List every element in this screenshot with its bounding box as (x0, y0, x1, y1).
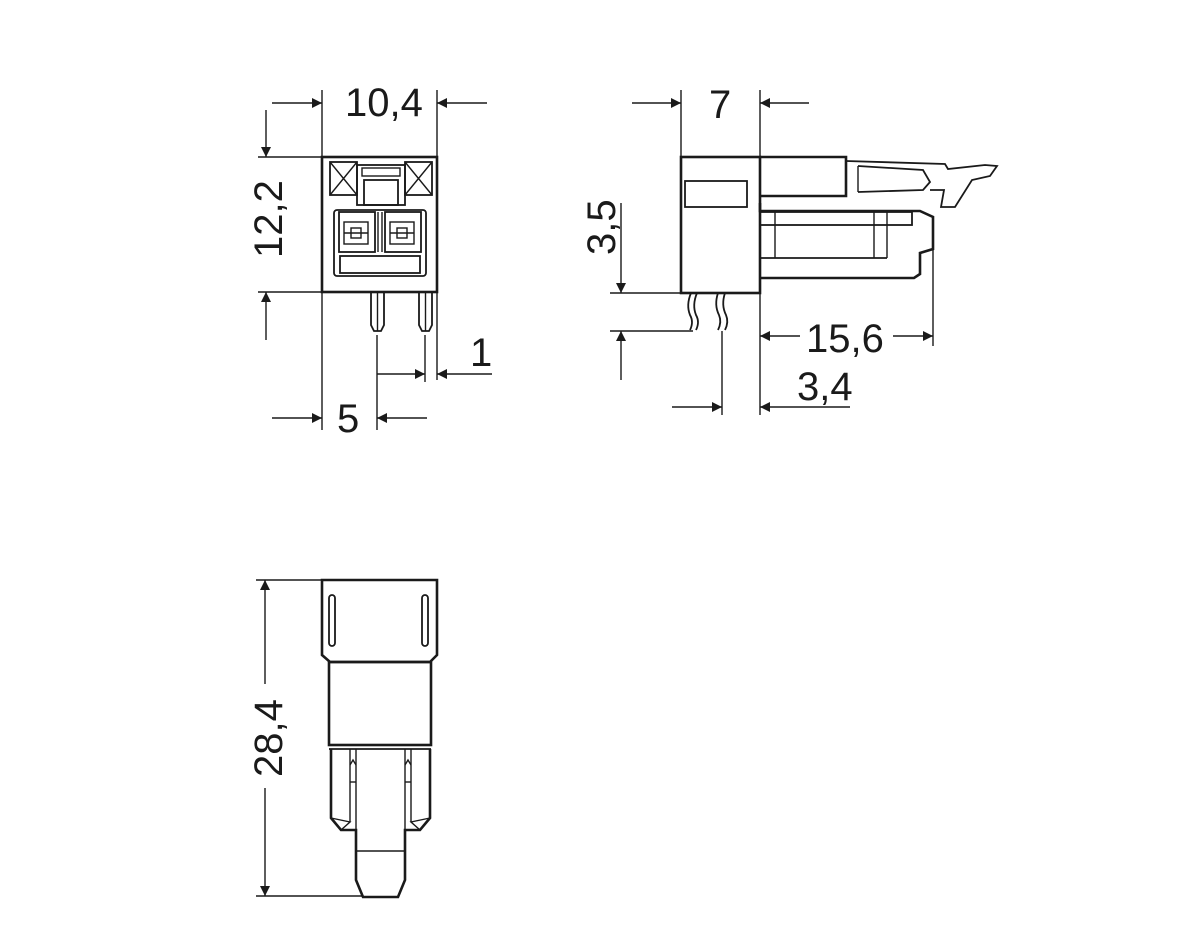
dim-pin-offset: 1 (470, 331, 492, 375)
side-view: 7 3,5 15,6 3,4 (580, 83, 999, 415)
dim-protrusion: 15,6 (806, 317, 884, 361)
dim-height: 12,2 (247, 180, 291, 258)
dim-pin-to-face: 3,4 (797, 365, 853, 409)
top-view: 28,4 (247, 578, 439, 899)
dim-pin-pitch: 5 (337, 397, 359, 441)
front-view: 10,4 12,2 1 5 (247, 81, 492, 441)
dim-pin-length: 3,5 (580, 199, 624, 255)
dim-overall-length: 28,4 (247, 699, 291, 777)
dim-body-depth: 7 (709, 83, 731, 127)
dim-width: 10,4 (345, 81, 423, 125)
